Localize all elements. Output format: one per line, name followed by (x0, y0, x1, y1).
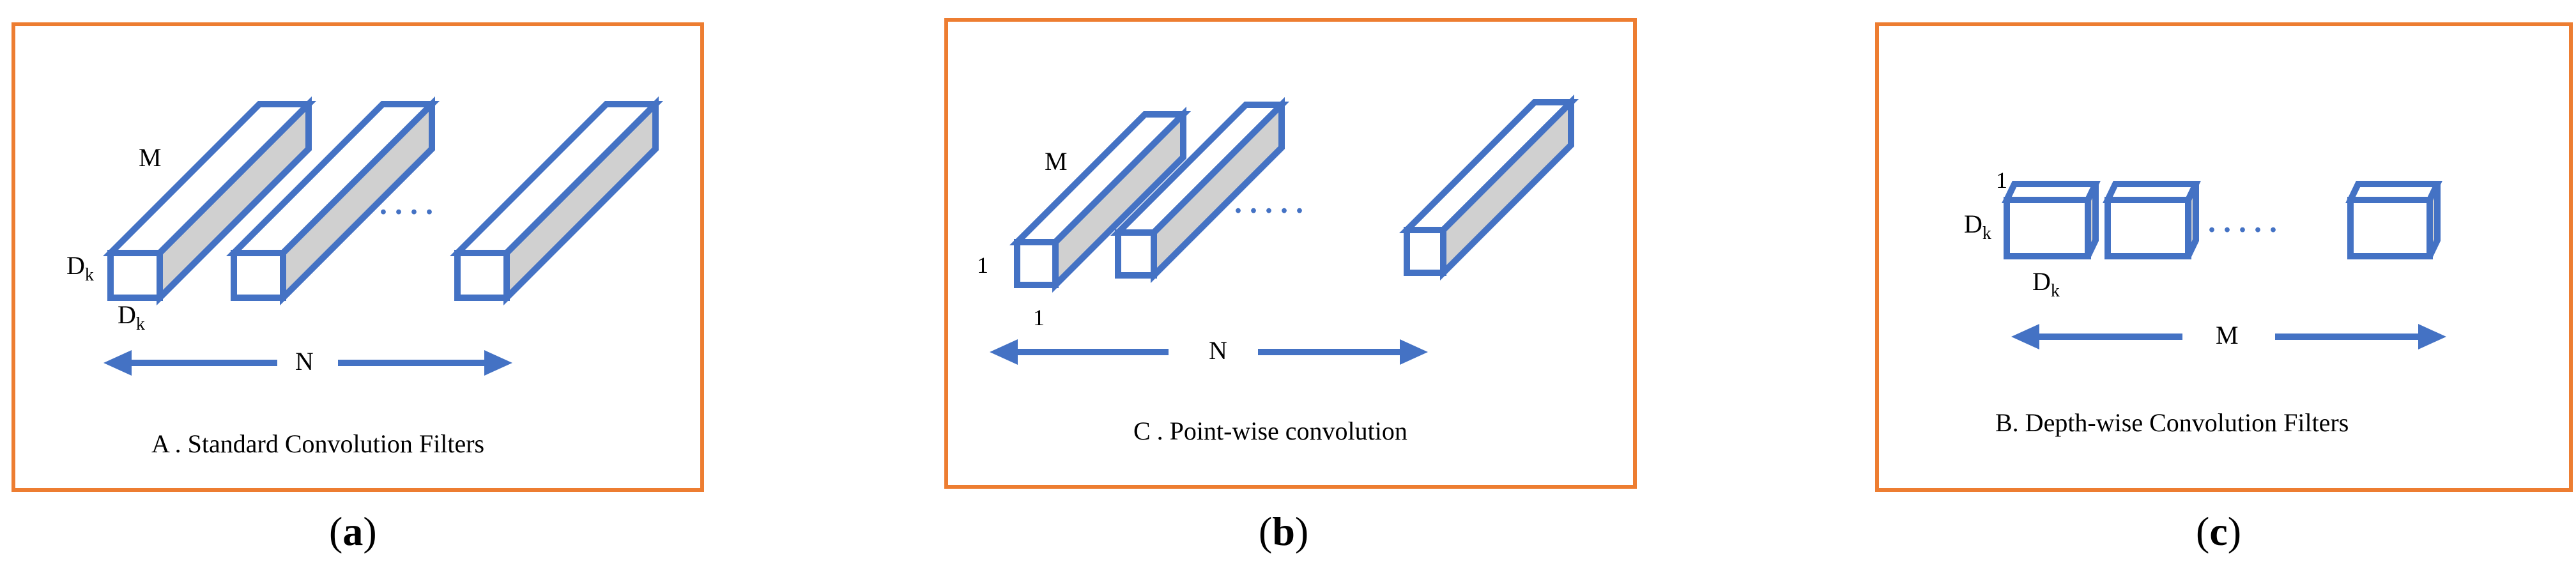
n-arrow (103, 350, 512, 376)
filter-block (1399, 94, 1579, 281)
dim-label-dk-height: Dk (66, 251, 94, 285)
arrow-label-m: M (2216, 321, 2239, 349)
standard-convolution-filters-diagram (102, 96, 664, 376)
dim-label-dk-width: Dk (118, 300, 145, 334)
panel-b: M 1 1 . . . . . N C . Point-wise convolu… (944, 18, 1637, 489)
caption-standard-convolution: A . Standard Convolution Filters (151, 429, 485, 458)
dim-label-1-height: 1 (977, 252, 988, 278)
caption-point-wise-convolution: C . Point-wise convolution (1133, 417, 1407, 445)
caption-depth-wise-convolution: B. Depth-wise Convolution Filters (1995, 408, 2349, 437)
dim-label-dk-height: Dk (1964, 210, 1991, 243)
filter-block (102, 96, 317, 306)
figure-label-b: (b) (1259, 509, 1309, 554)
filter-block (2345, 181, 2442, 259)
panel-c: 1 Dk Dk . . . . . M B. Depth-wise Convol… (1875, 22, 2573, 492)
filter-block (1009, 106, 1192, 293)
n-arrow (990, 339, 1428, 365)
filter-block (2103, 181, 2201, 259)
filter-block (2002, 181, 2101, 259)
dim-label-1-depth: 1 (1996, 167, 2007, 193)
figure-label-c: (c) (2196, 509, 2242, 554)
filter-block (449, 96, 664, 306)
filter-block (1110, 96, 1290, 284)
m-arrow (2011, 324, 2446, 349)
dim-label-m: M (1045, 147, 1068, 176)
arrow-label-n: N (1209, 336, 1227, 365)
dim-label-m: M (139, 143, 162, 172)
figure-label-a: (a) (329, 509, 377, 554)
ellipsis: . . . . . (1234, 186, 1303, 220)
arrow-label-n: N (295, 347, 314, 376)
ellipsis: . . . . . (2208, 205, 2277, 239)
filter-block (226, 96, 440, 306)
ellipsis: . . . . (379, 187, 433, 221)
dim-label-dk-width: Dk (2032, 267, 2060, 301)
panel-a: M Dk Dk . . . . N A . Standard Convoluti… (12, 22, 704, 492)
point-wise-convolution-diagram (990, 94, 1579, 365)
depth-wise-convolution-filters-diagram (2002, 181, 2446, 349)
dim-label-1-width: 1 (1033, 305, 1045, 330)
